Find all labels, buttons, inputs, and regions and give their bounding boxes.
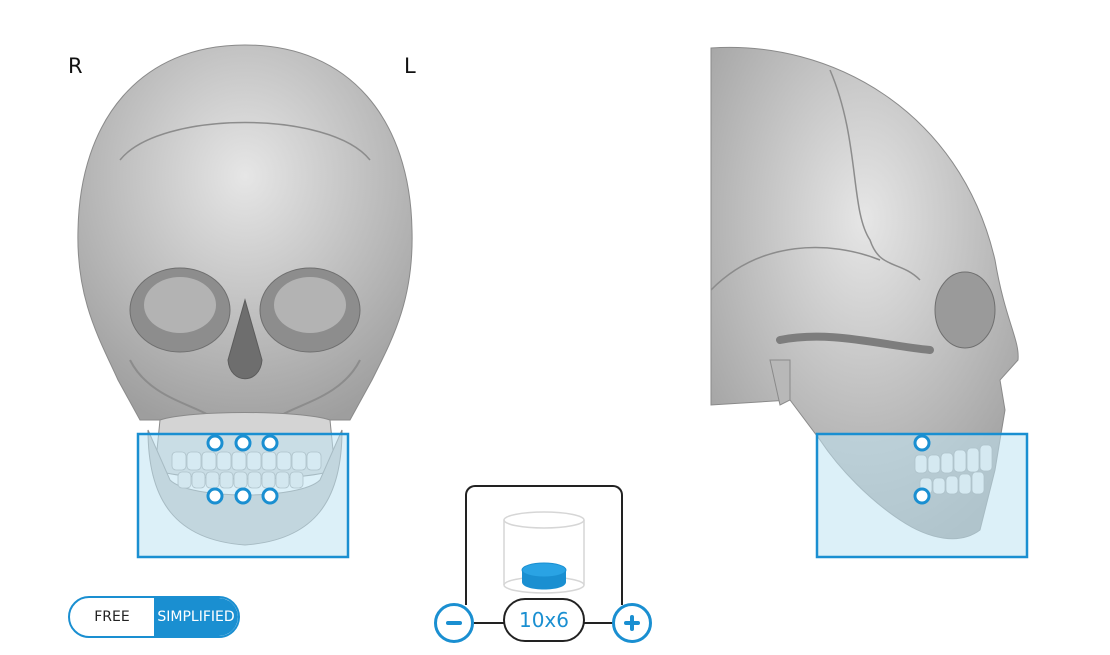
decrease-size-button[interactable] bbox=[434, 603, 474, 643]
front-implant-points[interactable] bbox=[206, 434, 279, 505]
implant-point bbox=[234, 434, 252, 452]
implant-point bbox=[206, 434, 224, 452]
implant-cylinder-icon bbox=[503, 511, 585, 594]
minus-icon bbox=[445, 614, 463, 632]
implant-point bbox=[234, 487, 252, 505]
implant-point bbox=[913, 487, 931, 505]
increase-size-button[interactable] bbox=[612, 603, 652, 643]
plus-icon bbox=[623, 614, 641, 632]
connector-right bbox=[584, 622, 614, 624]
implant-point bbox=[261, 434, 279, 452]
mode-toggle[interactable]: FREE SIMPLIFIED bbox=[68, 596, 240, 638]
orientation-label-left: L bbox=[404, 54, 416, 78]
side-implant-points[interactable] bbox=[913, 434, 931, 505]
implant-point bbox=[913, 434, 931, 452]
implant-size-value: 10x6 bbox=[503, 598, 585, 642]
connector-left bbox=[474, 622, 504, 624]
orientation-label-right: R bbox=[68, 54, 83, 78]
mode-option-simplified[interactable]: SIMPLIFIED bbox=[154, 598, 238, 636]
implant-point bbox=[261, 487, 279, 505]
implant-size-frame bbox=[465, 485, 623, 605]
mode-option-free[interactable]: FREE bbox=[94, 609, 130, 625]
implant-point bbox=[206, 487, 224, 505]
